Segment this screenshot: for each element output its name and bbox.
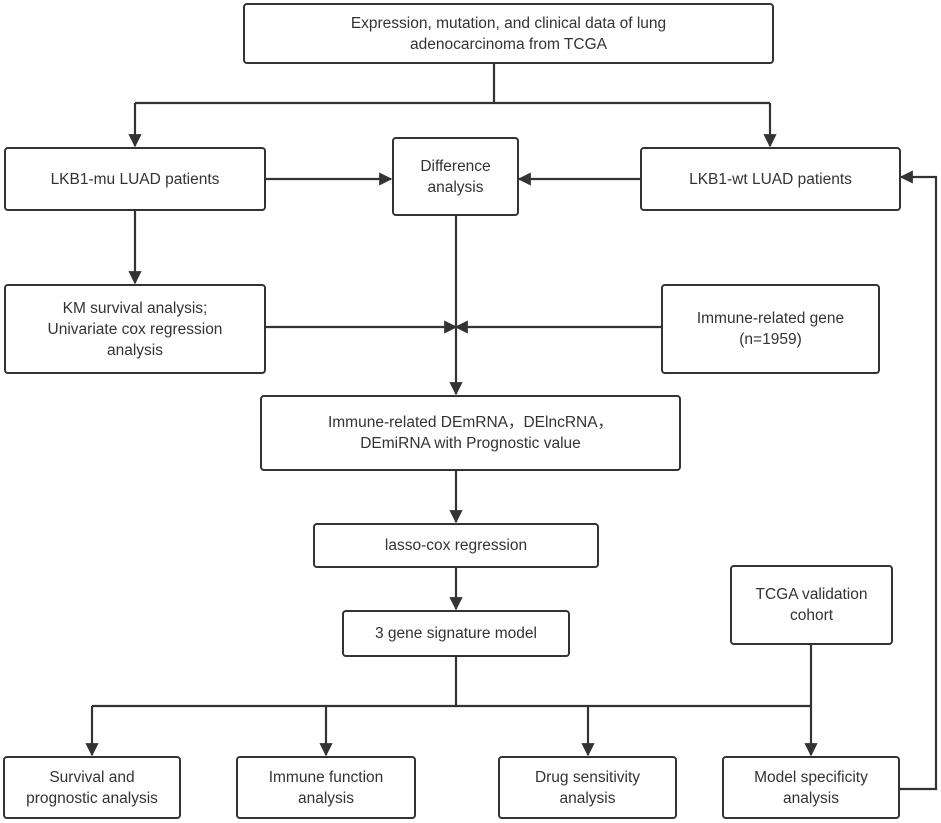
- km-survival-node: KM survival analysis; Univariate cox reg…: [4, 284, 266, 374]
- lasso-cox-node: lasso-cox regression: [313, 523, 599, 568]
- tcga-data-label: Expression, mutation, and clinical data …: [350, 14, 667, 53]
- tcga-validation-node: TCGA validation cohort: [730, 565, 893, 645]
- immune-de-label: Immune-related DEmRNA，DElncRNA， DEmiRNA …: [327, 414, 614, 452]
- edge-specificity-to-lkb1-wt: [899, 170, 938, 791]
- lkb1-wt-label: LKB1-wt LUAD patients: [689, 170, 852, 188]
- model-specificity-node: Model specificity analysis: [722, 756, 900, 819]
- gene-model-node: 3 gene signature model: [342, 610, 570, 657]
- immune-gene-label: Immune-related gene (n=1959): [696, 310, 845, 348]
- immune-function-label: Immune function analysis: [268, 768, 384, 807]
- difference-analysis-node: Difference analysis: [392, 137, 519, 216]
- immune-function-node: Immune function analysis: [236, 756, 416, 819]
- lkb1-wt-node: LKB1-wt LUAD patients: [640, 147, 901, 211]
- lasso-cox-label: lasso-cox regression: [384, 537, 528, 554]
- survival-prognostic-node: Survival and prognostic analysis: [3, 756, 181, 819]
- lkb1-mu-node: LKB1-mu LUAD patients: [4, 147, 266, 211]
- tcga-validation-label: TCGA validation cohort: [755, 586, 868, 624]
- drug-sensitivity-label: Drug sensitivity analysis: [534, 768, 641, 807]
- gene-model-label: 3 gene signature model: [374, 625, 537, 642]
- survival-prognostic-label: Survival and prognostic analysis: [26, 768, 158, 807]
- immune-gene-node: Immune-related gene (n=1959): [661, 284, 880, 374]
- immune-de-node: Immune-related DEmRNA，DElncRNA， DEmiRNA …: [260, 395, 681, 471]
- model-specificity-label: Model specificity analysis: [754, 768, 868, 807]
- tcga-data-node: Expression, mutation, and clinical data …: [243, 3, 774, 64]
- difference-analysis-label: Difference analysis: [420, 157, 491, 196]
- km-survival-label: KM survival analysis; Univariate cox reg…: [47, 299, 223, 359]
- drug-sensitivity-node: Drug sensitivity analysis: [498, 756, 677, 819]
- lkb1-mu-label: LKB1-mu LUAD patients: [50, 170, 220, 188]
